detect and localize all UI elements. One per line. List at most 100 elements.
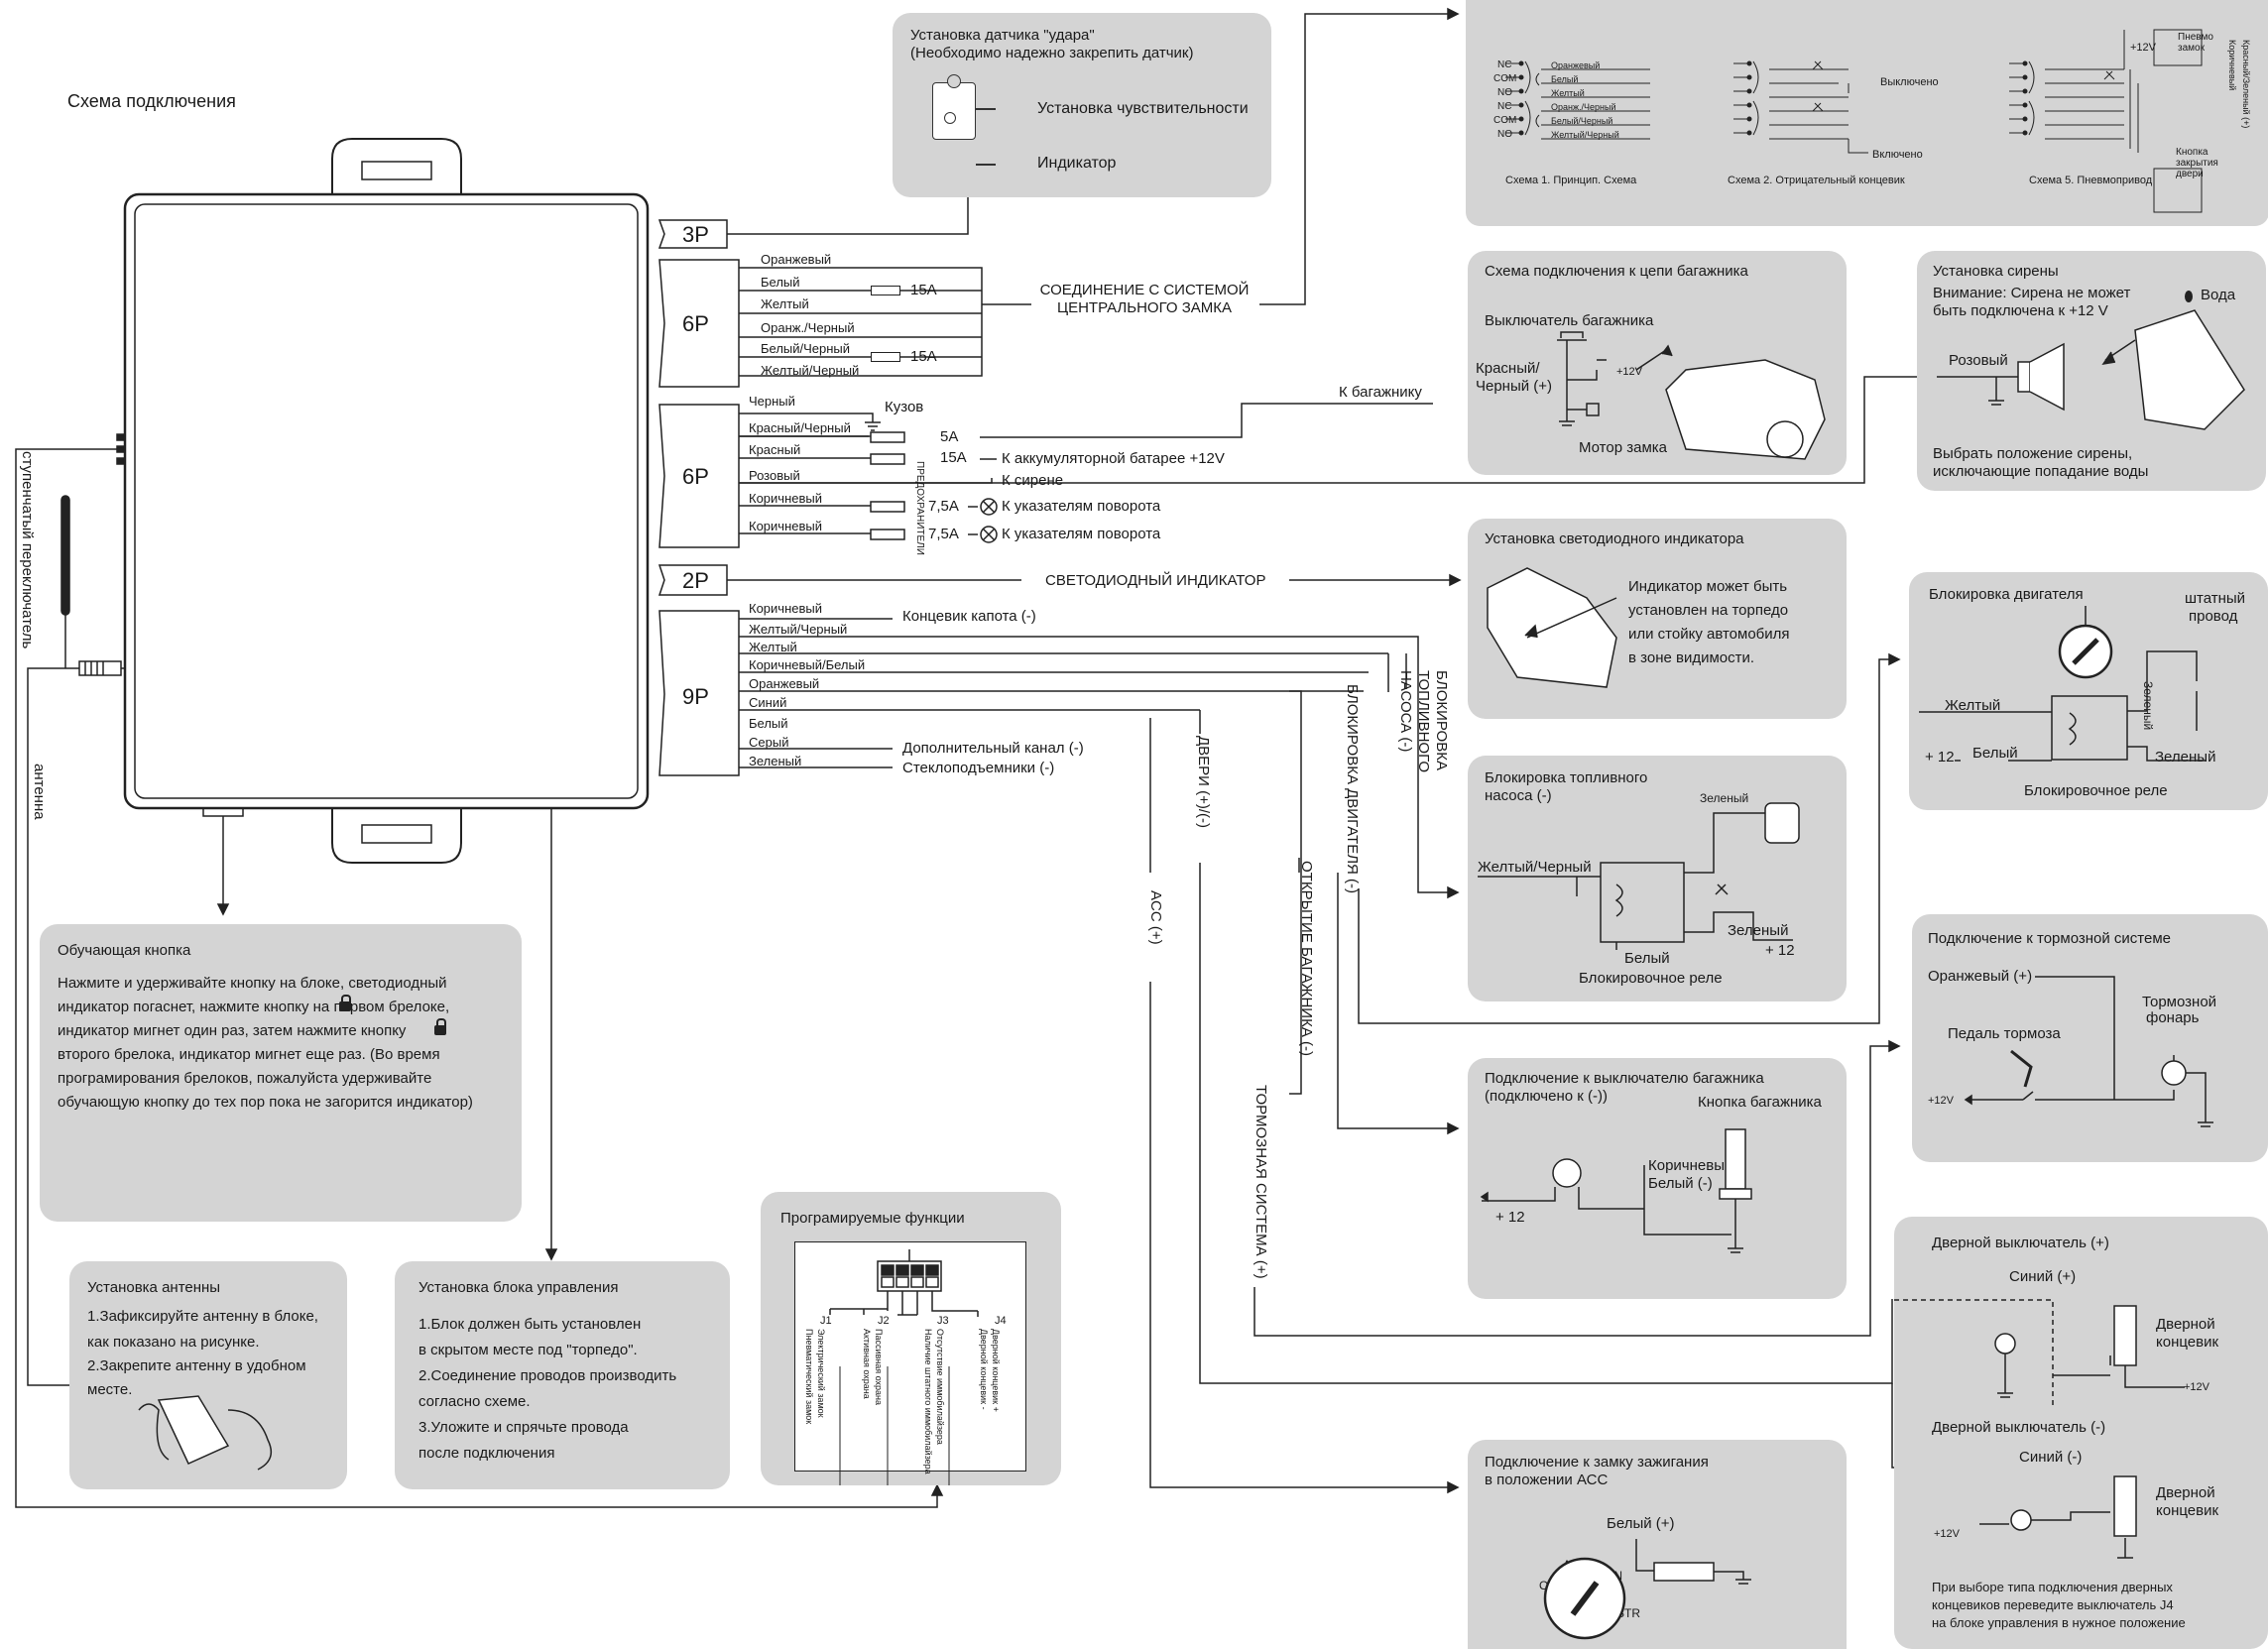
trunk-switch-title-2: (подключено к (-)): [1485, 1088, 1608, 1105]
led-install-panel: Установка светодиодного индикатора Индик…: [1468, 519, 1847, 719]
programmable-functions-panel: Програмируемые функции J1 J2 J3 J4 Элект…: [761, 1192, 1061, 1485]
door-minus-title: Дверной выключатель (-): [1932, 1419, 2106, 1436]
jumper-f1: Электрический замок: [816, 1329, 826, 1418]
trunk-switch-panel: Подключение к выключателю багажника (под…: [1468, 1058, 1847, 1299]
wire-9p-orange: Оранжевый: [749, 676, 820, 691]
unit-line-2: в скрытом месте под "торпедо".: [418, 1342, 638, 1358]
shock-sensor-subtitle: (Необходимо надежно закрепить датчик): [910, 45, 1194, 61]
lock-shackle-icon: [436, 1018, 446, 1028]
learn-line-3: индикатор мигнет один раз, затем нажмите…: [58, 1022, 407, 1039]
water-label: Вода: [2201, 287, 2236, 303]
connector-2p: 2P: [682, 568, 709, 593]
indicator-pointer: [976, 164, 996, 166]
brake-plus12-label: +12V: [1928, 1095, 1954, 1107]
antenna-install-panel: Установка антенны 1.Зафиксируйте антенну…: [69, 1261, 347, 1489]
door-switch-label-3: Дверной: [2156, 1484, 2215, 1501]
central-lock-schematics: [1505, 29, 2203, 213]
stepped-switch-label: ступенчатый переключатель: [19, 451, 36, 649]
led-install-text-2: установлен на торпедо: [1628, 602, 1789, 619]
learn-title: Обучающая кнопка: [58, 942, 191, 959]
wire-brown-2: Коричневый: [749, 519, 822, 533]
pin-no-2: NO: [1497, 129, 1512, 140]
brake-pedal-label: Педаль тормоза: [1948, 1025, 2061, 1042]
jumper-f2: Пассивная охрана: [874, 1329, 884, 1406]
antenna-hand-drawing: [138, 1395, 273, 1471]
trunk-circuit-panel: Схема подключения к цепи багажника Выклю…: [1468, 251, 1847, 475]
wire-red-black: Красный/Черный: [749, 420, 851, 435]
trunk-plus12-label: +12V: [1616, 366, 1642, 378]
door-plus-title: Дверной выключатель (+): [1932, 1235, 2109, 1251]
pin-nc-1: NC: [1497, 59, 1512, 70]
door-note-3: на блоке управления в нужное положение: [1932, 1615, 2186, 1630]
door-note-2: концевиков переведите выключатель J4: [1932, 1597, 2174, 1612]
brake-title: Подключение к тормозной системе: [1928, 930, 2172, 947]
cl-color-2: Белый: [1551, 74, 1579, 84]
body-ground-label: Кузов: [885, 399, 924, 415]
learn-line-2: индикатор погаснет, нажмите кнопку на пе…: [58, 999, 450, 1015]
wire-9p-white: Белый: [749, 716, 788, 731]
sensitivity-label: Установка чувствительности: [1037, 100, 1249, 117]
unit-line-5: 3.Уложите и спрячьте провода: [418, 1419, 629, 1436]
shock-sensor-title: Установка датчика "удара": [910, 27, 1095, 44]
ignition-drawing: [1543, 1539, 1751, 1640]
brake-orange-label: Оранжевый (+): [1928, 968, 2033, 985]
to-trunk-label: К багажнику: [1339, 384, 1422, 401]
cl-color-4: Оранж./Черный: [1551, 102, 1616, 112]
engine-block-drawing: [1919, 606, 2207, 762]
pin-no-1: NO: [1497, 87, 1512, 98]
connector-6p-a: 6P: [682, 311, 709, 336]
acc-route-label: ACC (+): [1147, 890, 1164, 945]
on-label: Включено: [1872, 149, 1923, 161]
trunk-switch-title-1: Подключение к выключателю багажника: [1485, 1070, 1764, 1087]
wire-yellow-black: Желтый/Черный: [761, 363, 860, 378]
door-note-1: При выборе типа подключения дверных: [1932, 1580, 2173, 1594]
siren-panel: Установка сирены Внимание: Сирена не мож…: [1917, 251, 2266, 491]
scheme-1-label: Схема 1. Принцип. Схема: [1505, 175, 1637, 186]
engine-block-route-label: БЛОКИРОВКА ДВИГАТЕЛЯ (-): [1344, 684, 1361, 894]
brake-lamp-label-1: Тормозной: [2142, 994, 2217, 1010]
lock-icon: [434, 1025, 446, 1035]
doors-route-label: ДВЕРИ (+)/(-): [1195, 736, 1212, 829]
to-siren-label: К сирене: [1002, 472, 1064, 489]
led-install-text-4: в зоне видимости.: [1628, 649, 1755, 666]
windows-label: Стеклоподъемники (-): [902, 760, 1055, 776]
central-lock-panel: NC COM NO NC COM NO Оранжевый Белый Желт…: [1466, 0, 2268, 226]
brake-drawing: [1964, 976, 2213, 1127]
jumper-f4: Дверной концевик +: [991, 1329, 1001, 1412]
sensor-screw-icon: [947, 74, 961, 88]
wire-yellow: Желтый: [761, 296, 809, 311]
wire-9p-brown-white: Коричневый/Белый: [749, 657, 866, 672]
door-switch-label-1: Дверной: [2156, 1316, 2215, 1333]
ignition-panel: Подключение к замку зажигания в положени…: [1468, 1440, 1847, 1649]
wire-pink: Розовый: [749, 468, 800, 483]
antenna-line-4: месте.: [87, 1381, 133, 1398]
brake-panel: Подключение к тормозной системе Оранжевы…: [1912, 914, 2268, 1162]
wire-white: Белый: [761, 275, 800, 290]
antenna-line-2: как показано на рисунке.: [87, 1334, 260, 1351]
lock-motor-label: Мотор замка: [1579, 439, 1667, 456]
wire-red: Красный: [749, 442, 801, 457]
unit-install-panel: Установка блока управления 1.Блок должен…: [395, 1261, 730, 1489]
brake-route-label: ТОРМОЗНАЯ СИСТЕМА (+): [1253, 1085, 1269, 1279]
trunk-wire-label-1: Коричневый/: [1648, 1157, 1737, 1174]
fuse-5a: 5A: [940, 428, 959, 445]
trunk-switch-label: Выключатель багажника: [1485, 312, 1654, 329]
cl-color-3: Желтый: [1551, 88, 1585, 98]
engine-relay-label: Блокировочное реле: [2024, 782, 2168, 799]
fuel-block-panel: Блокировка топливного насоса (-) Зеленый…: [1468, 756, 1847, 1001]
door-plus12-a: +12V: [2184, 1381, 2209, 1393]
sensor-knob-icon: [944, 112, 956, 124]
fuel-green-label: Зеленый: [1728, 922, 1789, 939]
jumper-f3b: Наличие штатного иммобилайзера: [923, 1329, 933, 1474]
antenna-line-1: 1.Зафиксируйте антенну в блоке,: [87, 1308, 318, 1325]
jumper-j2: J2: [878, 1315, 890, 1327]
cl-color-1: Оранжевый: [1551, 60, 1601, 70]
fuel-block-title-2: насоса (-): [1485, 787, 1552, 804]
door-plus12-b: +12V: [1934, 1528, 1960, 1540]
trunk-button-label: Кнопка багажника: [1698, 1094, 1822, 1111]
door-switch-panel: Дверной выключатель (+) Синий (+) Дверно…: [1894, 1217, 2268, 1649]
antenna-title: Установка антенны: [87, 1279, 221, 1296]
red-black-wire-label: Красный/ Черный (+): [1476, 360, 1553, 395]
fuel-block-route-label: БЛОКИРОВКА ТОПЛИВНОГО НАСОСА (-): [1397, 670, 1450, 773]
fuse-15a-3: 15A: [940, 449, 967, 466]
